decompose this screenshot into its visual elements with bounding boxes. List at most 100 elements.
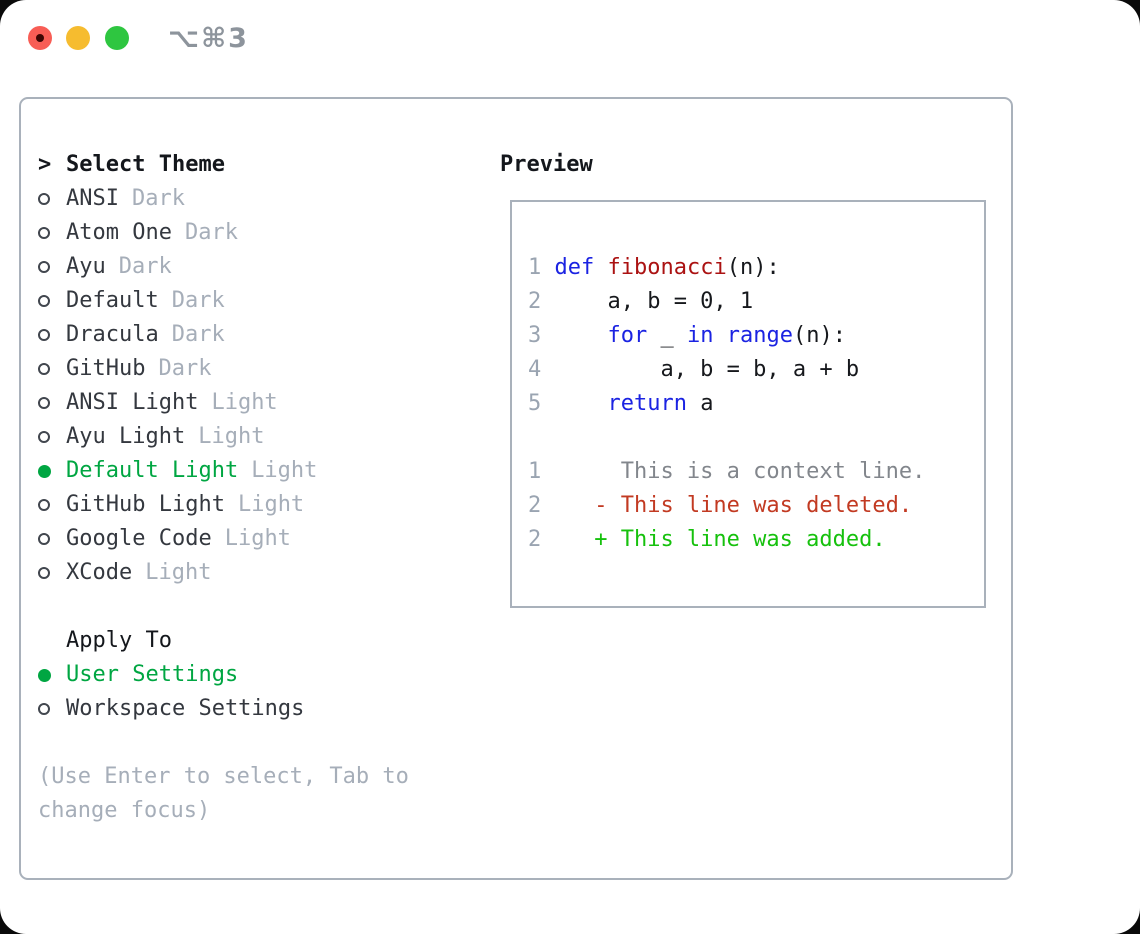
line-number: 2 bbox=[528, 527, 542, 552]
theme-variant-label: Light bbox=[251, 458, 318, 483]
minimize-button[interactable] bbox=[66, 26, 90, 50]
line-number: 5 bbox=[528, 391, 542, 416]
theme-option-dracula-dark[interactable]: Dracula Dark bbox=[38, 318, 470, 352]
theme-variant-label: Dark bbox=[131, 186, 185, 211]
radio-unselected-icon bbox=[38, 499, 50, 511]
code-token: return bbox=[607, 391, 687, 416]
code-token: a, b = b, a + b bbox=[554, 357, 860, 382]
radio-selected-icon bbox=[38, 464, 51, 478]
code-content: a, b = b, a + b bbox=[554, 353, 859, 387]
zoom-button[interactable] bbox=[105, 26, 129, 50]
code-token: a, b = 0, 1 bbox=[554, 289, 754, 314]
theme-variant-label: Dark bbox=[171, 288, 225, 313]
code-content: This is a context line. bbox=[554, 455, 926, 489]
radio-unselected-icon bbox=[38, 397, 50, 409]
code-line: 2 - This line was deleted. bbox=[528, 489, 976, 523]
code-token: in bbox=[686, 323, 714, 348]
theme-option-default-dark[interactable]: Default Dark bbox=[38, 284, 470, 318]
prompt-caret: > bbox=[38, 152, 52, 177]
radio-unselected-icon bbox=[38, 363, 50, 375]
theme-option-atom-one-dark[interactable]: Atom One Dark bbox=[38, 216, 470, 250]
radio-unselected-icon bbox=[38, 533, 50, 545]
help-text: (Use Enter to select, Tab to change focu… bbox=[38, 764, 409, 823]
apply-option-label: User Settings bbox=[66, 662, 239, 687]
theme-variant-label: Light bbox=[211, 390, 278, 415]
theme-option-ansi-dark[interactable]: ANSI Dark bbox=[38, 182, 470, 216]
close-button[interactable] bbox=[28, 26, 52, 50]
radio-selected-icon bbox=[38, 668, 51, 682]
theme-option-default-light-light[interactable]: Default Light Light bbox=[38, 454, 470, 488]
theme-name-label: Dracula bbox=[66, 322, 159, 347]
theme-variant-label: Dark bbox=[118, 254, 172, 279]
code-content: return a bbox=[554, 387, 713, 421]
window-title: ⌥⌘3 bbox=[168, 23, 249, 54]
radio-unselected-icon bbox=[38, 329, 50, 341]
radio-unselected-icon bbox=[38, 261, 50, 273]
radio-unselected-icon bbox=[38, 295, 50, 307]
radio-unselected-icon bbox=[38, 227, 50, 239]
code-content: for _ in range(n): bbox=[554, 319, 845, 353]
code-content: a, b = 0, 1 bbox=[554, 285, 753, 319]
line-number: 2 bbox=[528, 493, 542, 518]
radio-unselected-icon bbox=[38, 431, 50, 443]
apply-to-header: Apply To bbox=[66, 628, 172, 653]
titlebar: ⌥⌘3 bbox=[0, 0, 1140, 75]
theme-option-ayu-dark[interactable]: Ayu Dark bbox=[38, 250, 470, 284]
code-line: 3 for _ in range(n): bbox=[528, 319, 976, 353]
theme-variant-label: Light bbox=[224, 526, 291, 551]
theme-name-label: Atom One bbox=[66, 220, 172, 245]
theme-variant-label: Dark bbox=[158, 356, 212, 381]
theme-name-label: Ayu Light bbox=[66, 424, 186, 449]
code-token: for bbox=[607, 323, 648, 348]
code-line: 2 a, b = 0, 1 bbox=[528, 285, 976, 319]
apply-option-user-settings[interactable]: User Settings bbox=[38, 658, 470, 692]
theme-variant-label: Light bbox=[237, 492, 305, 517]
code-token: - This line was deleted. bbox=[554, 493, 913, 518]
line-number bbox=[528, 421, 554, 455]
code-token: fibonacci bbox=[607, 255, 727, 280]
code-token: (n): bbox=[792, 323, 846, 348]
theme-variant-label: Dark bbox=[184, 220, 238, 245]
code-token: range bbox=[726, 323, 793, 348]
theme-variant-label: Dark bbox=[171, 322, 225, 347]
theme-variant-label: Light bbox=[145, 560, 212, 585]
code-content: + This line was added. bbox=[554, 523, 885, 557]
spacer-row bbox=[38, 726, 470, 760]
theme-name-label: Default bbox=[66, 288, 159, 313]
radio-unselected-icon bbox=[38, 567, 50, 579]
line-number: 4 bbox=[528, 357, 542, 382]
code-line: 1 def fibonacci(n): bbox=[528, 251, 976, 285]
code-line bbox=[528, 421, 976, 455]
code-token bbox=[594, 255, 607, 280]
line-number: 1 bbox=[528, 459, 542, 484]
code-token bbox=[713, 323, 726, 348]
code-line: 1 This is a context line. bbox=[528, 455, 976, 489]
line-number: 2 bbox=[528, 289, 542, 314]
radio-unselected-icon bbox=[38, 193, 50, 205]
code-token: + This line was added. bbox=[554, 527, 886, 552]
theme-name-label: Ayu bbox=[66, 254, 106, 279]
apply-option-workspace-settings[interactable]: Workspace Settings bbox=[38, 692, 470, 726]
theme-name-label: Default Light bbox=[66, 458, 239, 483]
code-content: def fibonacci(n): bbox=[554, 251, 779, 285]
line-number: 1 bbox=[528, 255, 542, 280]
code-token: _ bbox=[647, 323, 687, 348]
code-token: This is a context line. bbox=[554, 459, 926, 484]
code-line: 2 + This line was added. bbox=[528, 523, 976, 557]
theme-name-label: ANSI bbox=[66, 186, 119, 211]
code-token: def bbox=[554, 255, 595, 280]
close-dot-icon bbox=[36, 34, 44, 42]
spacer-row bbox=[38, 590, 470, 624]
apply-to-header-row: Apply To bbox=[38, 624, 470, 658]
